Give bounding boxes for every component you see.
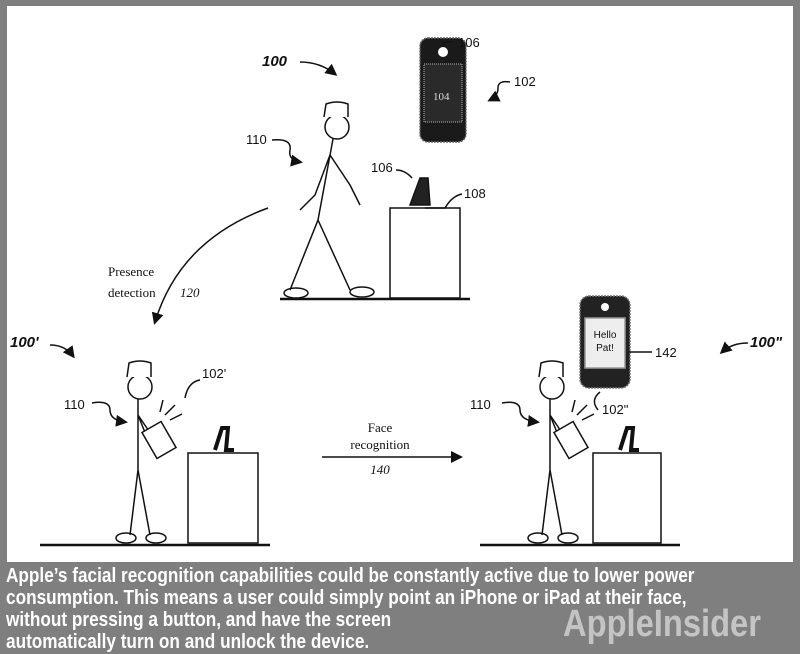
ref-120-label: 120 [180, 285, 200, 300]
ref-106-label: 106 [458, 35, 480, 50]
table-box-top [389, 207, 461, 299]
ref-102-label: 102 [514, 74, 536, 89]
caption-line: without pressing a button, and have the … [6, 609, 392, 631]
face-label: Face [368, 420, 393, 435]
device-108 [408, 177, 431, 206]
stick-figure-left [40, 360, 270, 547]
ref-108-label: 108 [464, 186, 486, 201]
ref-106-label: 106 [371, 160, 393, 175]
ref-100-prime-label: 100' [10, 334, 39, 351]
ref-100-dprime-label: 100" [750, 334, 783, 351]
presence-arrow [151, 207, 269, 325]
ref-110-label: 110 [64, 397, 85, 412]
ref-110-label: 110 [470, 397, 491, 412]
caption-line: Apple’s facial recognition capabilities … [6, 565, 695, 587]
stick-figure-right [480, 360, 680, 547]
ref-100-label: 100 [262, 53, 288, 70]
ref-110-label: 110 [246, 132, 267, 147]
caption-line: consumption. This means a user could sim… [6, 587, 687, 609]
ref-140-label: 140 [370, 462, 390, 477]
ref-142-label: 142 [655, 345, 677, 360]
screen-hello-text: Hello [594, 330, 617, 341]
stick-figure-top [271, 101, 470, 301]
ref-104-label: 104 [433, 91, 450, 103]
presence-label: Presence [108, 264, 154, 279]
screen-pat-text: Pat! [596, 343, 614, 354]
detection-label: detection [108, 285, 156, 300]
appleinsider-watermark: AppleInsider [563, 603, 761, 645]
recognition-label: recognition [350, 437, 410, 452]
ref-100-arrow [299, 61, 338, 76]
ref-102-dprime-label: 102" [602, 402, 629, 417]
camera-icon [438, 47, 448, 57]
ref-102-prime-label: 102' [202, 366, 226, 381]
caption-line: automatically turn on and unlock the dev… [6, 631, 370, 653]
